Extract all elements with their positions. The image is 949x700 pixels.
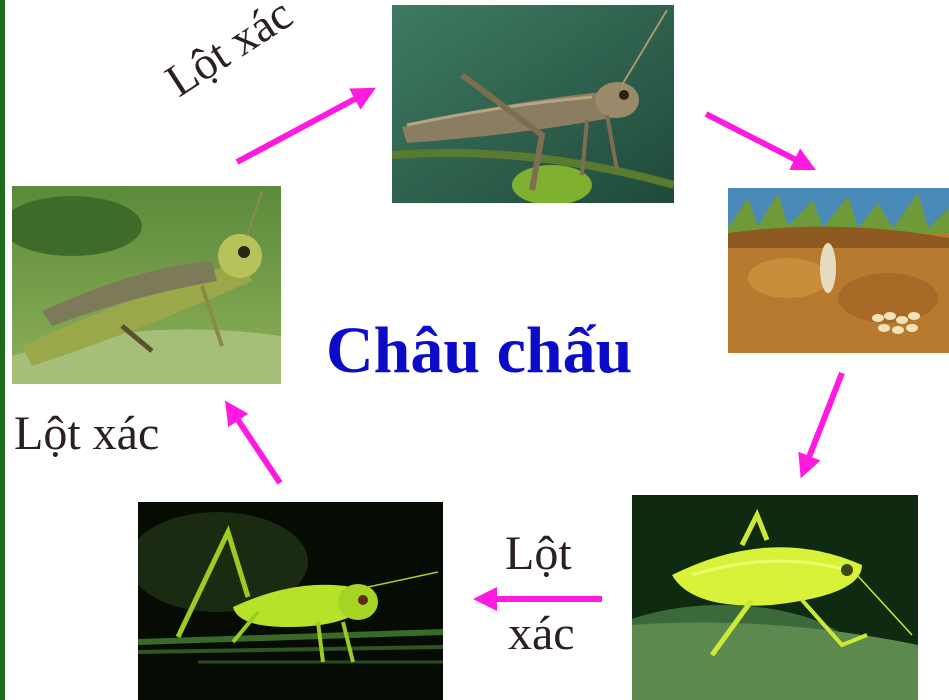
molt-label-bottom-line1: Lột	[505, 530, 572, 578]
eggs-in-soil-photo	[728, 188, 949, 353]
arrow-right-down	[804, 373, 842, 470]
adult-grasshopper-photo	[392, 5, 674, 203]
molt-label-left: Lột xác	[14, 410, 159, 458]
adult-green-grasshopper-photo	[12, 186, 281, 384]
nymph-late-photo	[138, 502, 443, 700]
diagram-title: Châu chấu	[326, 318, 632, 384]
nymph-early-photo	[632, 495, 918, 700]
arrow-left-up	[230, 408, 280, 483]
arrow-top-right	[706, 114, 808, 166]
arrow-top-left	[237, 92, 368, 162]
molt-label-top-left: Lột xác	[158, 0, 300, 105]
molt-label-bottom-line2: xác	[508, 610, 575, 658]
left-edge-bar	[0, 0, 5, 700]
